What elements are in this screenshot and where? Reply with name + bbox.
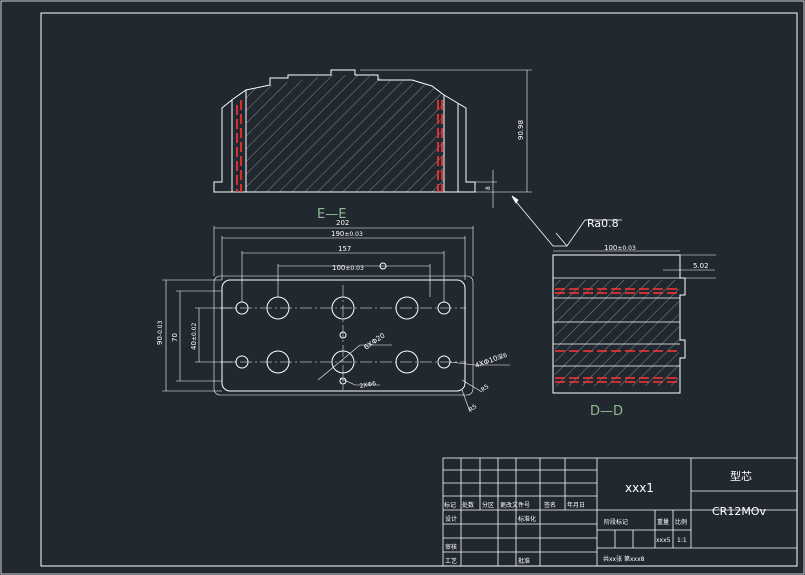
dim-40-label: 40±0.02: [190, 323, 198, 350]
tb-process: 工艺: [445, 557, 457, 565]
radius-r5-a-label: R5: [480, 383, 491, 394]
plan-outline: [221, 279, 466, 392]
leader-r5-a: [461, 379, 483, 393]
tb-scale: 比例: [675, 518, 687, 526]
dim-157-label: 157: [338, 245, 351, 253]
tb-col-zone: 分区: [482, 501, 494, 509]
hole-tiny-1: [339, 331, 347, 339]
tb-scale-value: 1:1: [677, 537, 687, 544]
title-block: [442, 457, 798, 567]
top-section-outline: [213, 69, 476, 193]
plan-view: [162, 226, 510, 413]
tb-part-name: 型芯: [730, 469, 752, 483]
side-dim-5-02-label: 5.02: [693, 262, 709, 270]
hole-2x-label: 2XΦ6: [359, 380, 377, 390]
plan-inner-outline: [213, 275, 474, 396]
dim-190-label: 190±0.03: [331, 230, 363, 238]
tb-designer: 设计: [445, 515, 457, 523]
radius-r5-b-label: R5: [468, 403, 479, 414]
tb-col-count: 处数: [462, 501, 474, 509]
tb-reviewer: 审核: [445, 543, 457, 551]
tb-sheet-info: 共xx张 第xxx8: [603, 555, 645, 563]
tb-col-date: 年月日: [567, 501, 585, 509]
tb-col-change: 更改文件号: [500, 501, 530, 509]
leader-2x6: [339, 377, 380, 386]
dim-8-label: 8: [485, 186, 492, 190]
tb-stage-value: xxx5: [656, 537, 671, 544]
leader-6x20: [317, 344, 392, 381]
dim-70-label: 70: [171, 333, 179, 342]
hole-4x10-label: 4XΦ10深6: [474, 351, 508, 370]
inner-frame: [40, 12, 798, 567]
top-section-view: [213, 69, 532, 208]
hole-big-6: [395, 350, 419, 374]
top-section-hatch: [246, 75, 444, 192]
tb-stage-mark: 阶段标记: [604, 518, 628, 526]
tb-col-sign: 签名: [544, 501, 556, 509]
side-dim-100-label: 100±0.03: [604, 244, 636, 252]
hole-6x20-label: 6XΦ20: [363, 332, 387, 352]
leader-r5-b: [461, 389, 471, 413]
dim-90-label: 90-0.03: [156, 320, 164, 345]
hole-big-2: [331, 296, 355, 320]
tb-weight: 重量: [657, 518, 669, 526]
dim-202-label: 202: [336, 219, 349, 227]
section-title-e: E—E: [317, 207, 346, 222]
tb-approval: 批准: [518, 557, 530, 565]
dim-90-98-label: 90.98: [517, 120, 525, 140]
roughness-label: Ra0.8: [587, 217, 619, 230]
side-section-view: [552, 250, 716, 394]
dim-100-label: 100±0.03: [332, 264, 364, 272]
tb-standardization: 标准化: [518, 515, 536, 523]
leader-4x10: [449, 361, 510, 366]
title-block-labels: 标记 处数 分区 更改文件号 签名 年月日 设计 标准化 审核 工艺 批准 阶段…: [444, 469, 766, 565]
tb-material: CR12MOv: [712, 505, 766, 518]
hole-big-3: [395, 296, 419, 320]
hole-big-4: [266, 350, 290, 374]
section-title-d: D—D: [590, 404, 623, 419]
roughness-symbol: [511, 195, 622, 247]
tb-col-mark: 标记: [444, 501, 456, 509]
tb-drawing-number: xxx1: [625, 481, 654, 495]
side-section-hatch: [555, 280, 679, 386]
hole-big-5: [331, 350, 355, 374]
